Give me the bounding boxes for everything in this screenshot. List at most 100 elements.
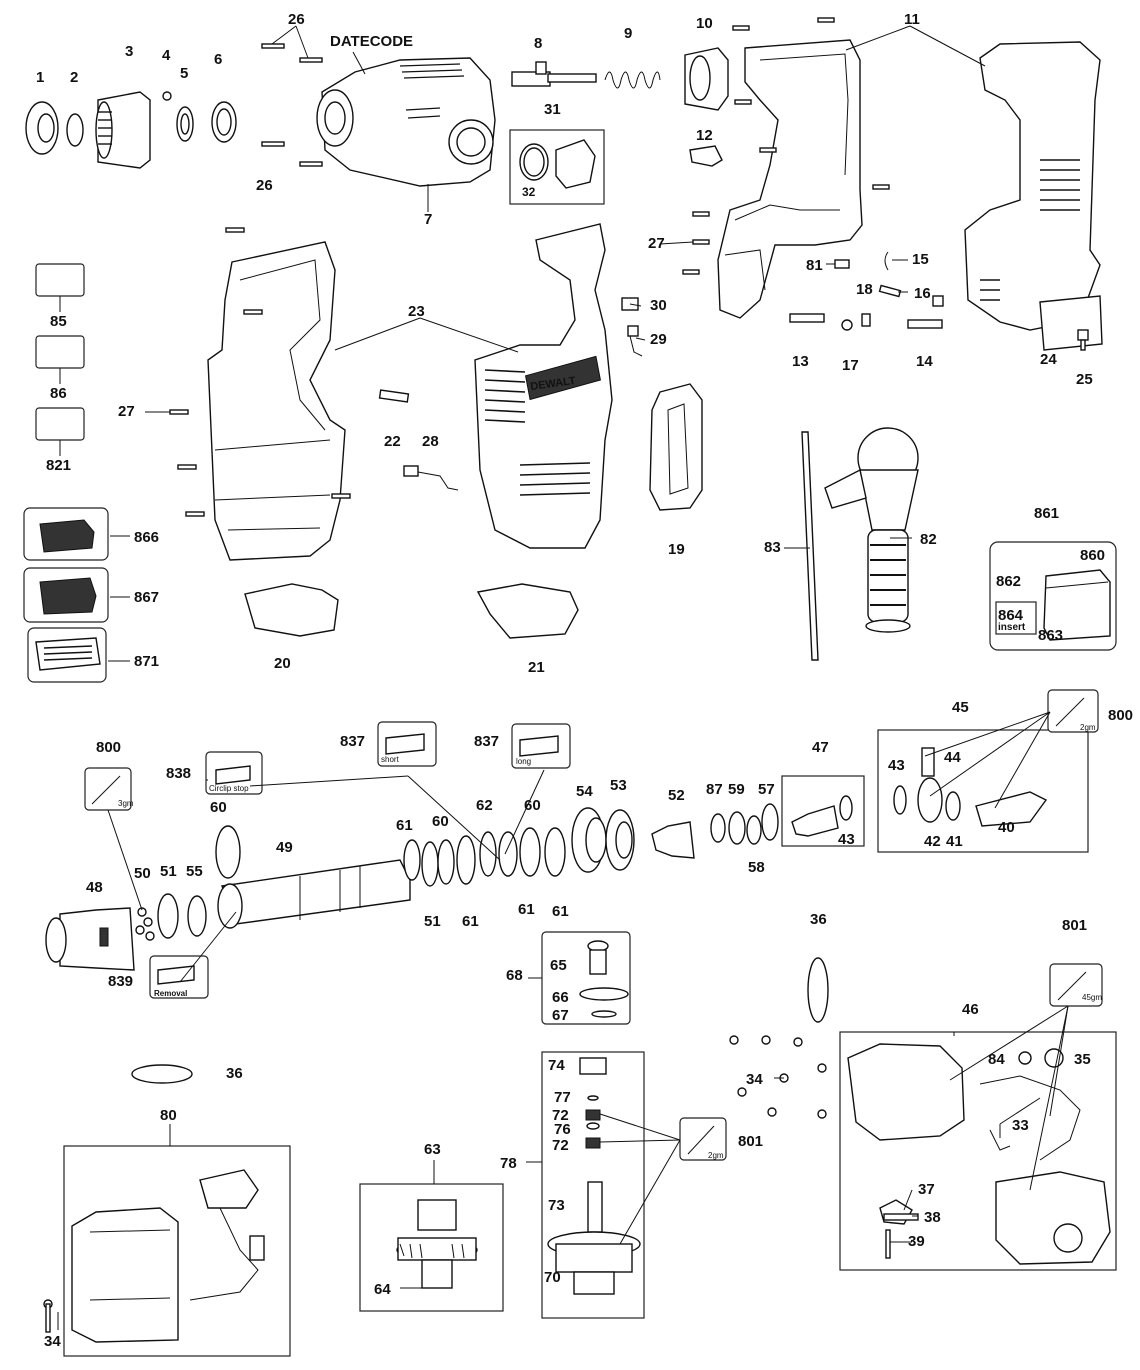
callout-43a: 43 (838, 831, 855, 848)
callout-800a: 800 (96, 739, 121, 756)
callout-14: 14 (916, 353, 933, 370)
part-47-box (781, 775, 865, 847)
callout-864: 864 (998, 607, 1024, 624)
callout-51a: 51 (160, 863, 177, 880)
callout-60c: 60 (524, 797, 541, 814)
grease-2gm-a: 2gm (1080, 723, 1096, 732)
part-1-cap (25, 101, 59, 155)
callout-25: 25 (1076, 371, 1093, 388)
callout-839: 839 (108, 973, 133, 990)
callout-23: 23 (408, 303, 425, 320)
callout-52: 52 (668, 787, 685, 804)
callout-5: 5 (180, 65, 188, 82)
callout-28: 28 (422, 433, 439, 450)
callout-34b: 34 (44, 1333, 61, 1350)
callout-48: 48 (86, 879, 103, 896)
callout-31: 31 (544, 101, 561, 118)
callout-41: 41 (946, 833, 963, 850)
leader-lines (57, 25, 1069, 1330)
callout-33: 33 (1012, 1117, 1029, 1134)
callout-42: 42 (924, 833, 941, 850)
callout-40: 40 (998, 819, 1015, 836)
part-5-washer (176, 106, 194, 142)
grease-2gm-b: 2gm (708, 1151, 724, 1160)
callout-44: 44 (944, 749, 961, 766)
callout-61b: 61 (462, 913, 479, 930)
callout-72b: 72 (552, 1137, 569, 1154)
part-22-pin (378, 389, 410, 403)
note-removal: Removal (154, 989, 187, 998)
part-68-box (541, 931, 631, 1025)
callout-863: 863 (1038, 627, 1063, 644)
note-long: long (516, 757, 531, 766)
callout-862: 862 (996, 573, 1021, 590)
callout-61a: 61 (396, 817, 413, 834)
part-48-tool-holder (45, 907, 135, 971)
callout-45: 45 (952, 699, 969, 716)
callout-35: 35 (1074, 1051, 1091, 1068)
label-boxes (35, 263, 85, 441)
parts-20-21-covers (244, 583, 579, 639)
grease-801-mid (679, 1117, 727, 1161)
callout-867: 867 (134, 589, 159, 606)
callout-866: 866 (134, 529, 159, 546)
part-78-spindle-box (541, 1051, 645, 1319)
callout-24: 24 (1040, 351, 1057, 368)
part-2-ring (66, 113, 84, 147)
callout-19: 19 (668, 541, 685, 558)
part-60-ring-left (215, 825, 241, 879)
callout-50: 50 (134, 865, 151, 882)
callout-81: 81 (806, 257, 823, 274)
callout-87: 87 (706, 781, 723, 798)
part-24-battery-cover (1039, 295, 1103, 351)
callout-838: 838 (166, 765, 191, 782)
callout-26a: 26 (288, 11, 305, 28)
rings-61-62 (403, 827, 566, 887)
rings-51-55 (157, 893, 207, 939)
callout-73: 73 (548, 1197, 565, 1214)
parts-53-54-bearing (571, 807, 635, 873)
callout-11: 11 (904, 11, 920, 28)
part-49-barrel (217, 859, 411, 929)
screws-26 (261, 43, 323, 167)
part-861-kit-box (989, 541, 1117, 651)
label-insert: insert (998, 622, 1026, 633)
part-10-seal (684, 47, 729, 111)
callout-51b: 51 (424, 913, 441, 930)
part-28-lead (403, 465, 459, 491)
callout-15: 15 (912, 251, 929, 268)
callout-83: 83 (764, 539, 781, 556)
part-11-handle-right (964, 41, 1101, 331)
callout-66: 66 (552, 989, 569, 1006)
callout-65: 65 (550, 957, 567, 974)
callout-86: 86 (50, 385, 67, 402)
callout-12: 12 (696, 127, 713, 144)
callout-10: 10 (696, 15, 713, 32)
part-31-box (509, 129, 605, 205)
part-45-box (877, 729, 1089, 853)
part-7-gear-housing (316, 57, 496, 187)
parts-50-balls (135, 907, 155, 941)
callout-4: 4 (162, 47, 171, 64)
part-25-pin (1077, 329, 1089, 351)
part-11-handle-left (717, 39, 863, 319)
tool-boxes-837-839 (149, 721, 571, 999)
callout-9: 9 (624, 25, 632, 42)
part-8-shaft (511, 61, 597, 87)
callout-61c: 61 (518, 901, 535, 918)
callout-68: 68 (506, 967, 523, 984)
callout-84: 84 (988, 1051, 1005, 1068)
callout-30: 30 (650, 297, 667, 314)
callout-22: 22 (384, 433, 401, 450)
part-9-spring (604, 71, 661, 89)
callout-800b: 800 (1108, 707, 1133, 724)
callout-85: 85 (50, 313, 67, 330)
callout-7: 7 (424, 211, 432, 228)
screws-27-left (169, 227, 351, 517)
callout-57: 57 (758, 781, 775, 798)
callout-16: 16 (914, 285, 931, 302)
callout-78: 78 (500, 1155, 517, 1172)
parts-29-30 (621, 297, 643, 357)
callout-1: 1 (36, 69, 44, 86)
